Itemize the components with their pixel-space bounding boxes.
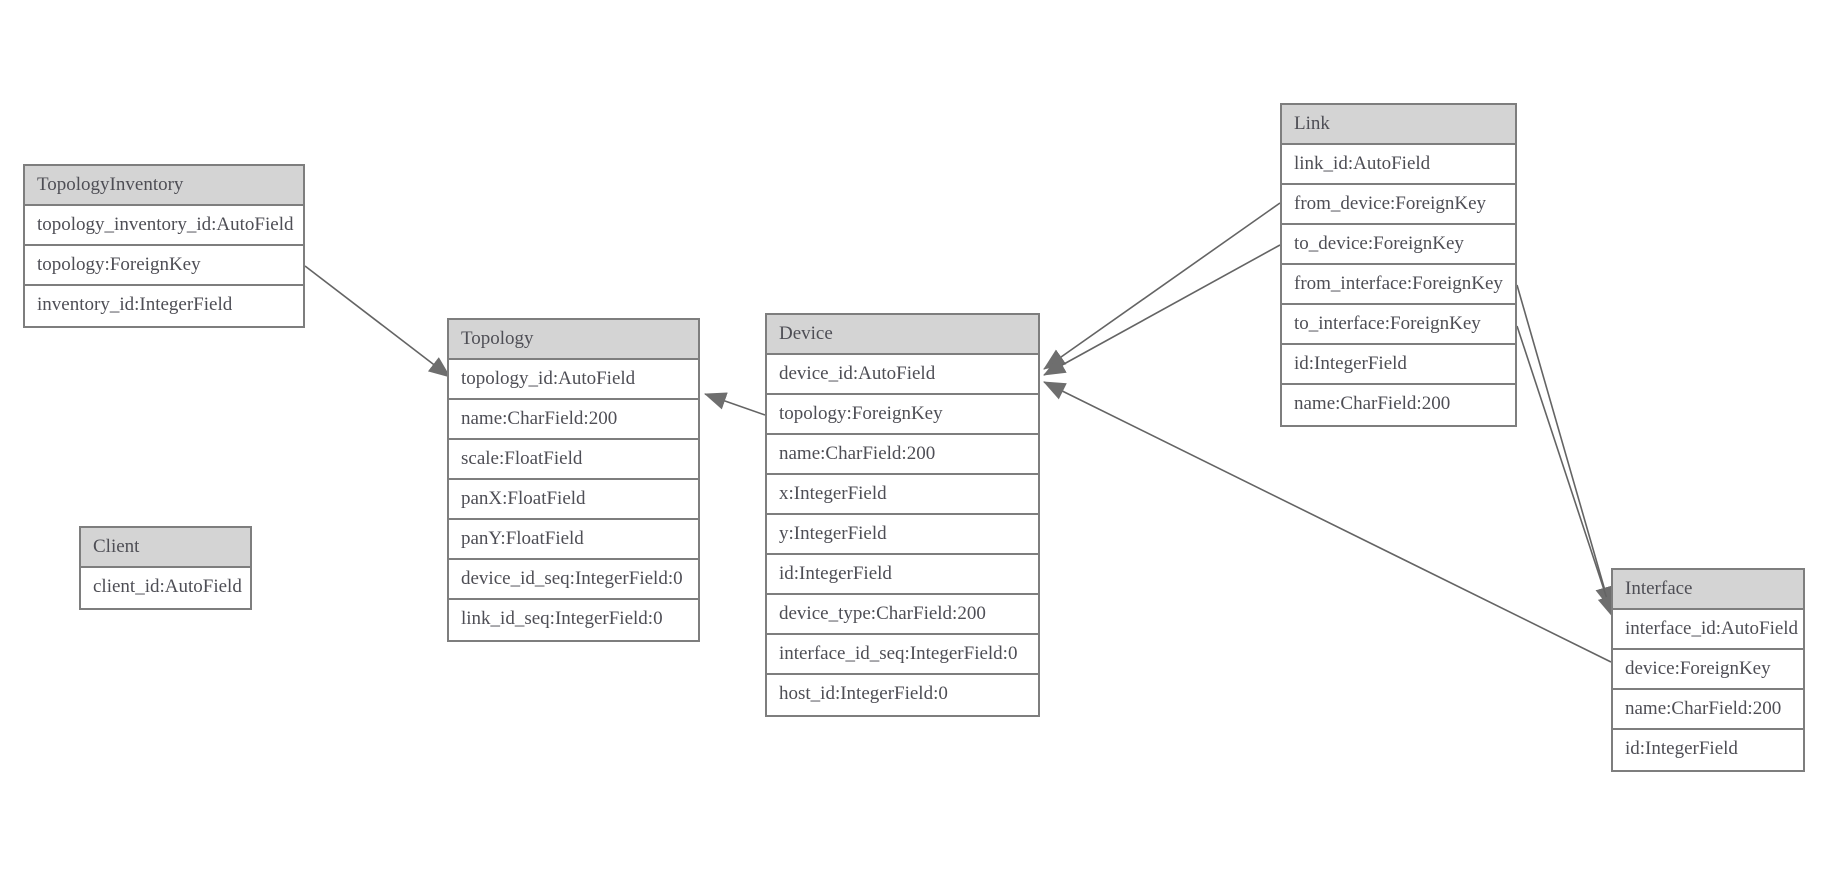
model-field-row: topology:ForeignKey (25, 246, 303, 286)
model-table-title-interface: Interface (1613, 570, 1803, 610)
edge-topologyinventory-topology-to-topology (304, 265, 451, 378)
edge-link-to-device-to-device (1043, 244, 1281, 376)
model-field-row: name:CharField:200 (1282, 385, 1515, 425)
edge-link-from-device-to-device (1043, 202, 1281, 370)
edge-link-from-interface-to-interface (1516, 284, 1613, 609)
model-field-row: link_id:AutoField (1282, 145, 1515, 185)
model-field-row: to_device:ForeignKey (1282, 225, 1515, 265)
model-field-row: panY:FloatField (449, 520, 698, 560)
model-field-row: from_interface:ForeignKey (1282, 265, 1515, 305)
model-field-row: x:IntegerField (767, 475, 1038, 515)
model-field-row: link_id_seq:IntegerField:0 (449, 600, 698, 640)
model-field-row: name:CharField:200 (449, 400, 698, 440)
model-field-row: id:IntegerField (767, 555, 1038, 595)
edge-device-topology-to-topology (704, 392, 766, 416)
model-field-row: interface_id:AutoField (1613, 610, 1803, 650)
model-field-row: device_type:CharField:200 (767, 595, 1038, 635)
model-table-title-topology-inventory: TopologyInventory (25, 166, 303, 206)
model-field-row: topology_id:AutoField (449, 360, 698, 400)
model-field-row: host_id:IntegerField:0 (767, 675, 1038, 715)
model-field-row: panX:FloatField (449, 480, 698, 520)
model-field-row: device:ForeignKey (1613, 650, 1803, 690)
model-table-title-client: Client (81, 528, 250, 568)
model-field-row: name:CharField:200 (767, 435, 1038, 475)
model-field-row: topology:ForeignKey (767, 395, 1038, 435)
model-field-row: device_id_seq:IntegerField:0 (449, 560, 698, 600)
model-field-row: id:IntegerField (1613, 730, 1803, 770)
model-field-row: device_id:AutoField (767, 355, 1038, 395)
edge-link-to-interface-to-interface (1516, 325, 1615, 618)
model-field-row: name:CharField:200 (1613, 690, 1803, 730)
model-field-row: client_id:AutoField (81, 568, 250, 608)
model-field-row: from_device:ForeignKey (1282, 185, 1515, 225)
model-field-row: to_interface:ForeignKey (1282, 305, 1515, 345)
model-field-row: id:IntegerField (1282, 345, 1515, 385)
model-field-row: y:IntegerField (767, 515, 1038, 555)
model-table-title-device: Device (767, 315, 1038, 355)
model-table-title-topology: Topology (449, 320, 698, 360)
model-field-row: scale:FloatField (449, 440, 698, 480)
model-field-row: inventory_id:IntegerField (25, 286, 303, 326)
model-field-row: topology_inventory_id:AutoField (25, 206, 303, 246)
model-field-row: interface_id_seq:IntegerField:0 (767, 635, 1038, 675)
model-table-title-link: Link (1282, 105, 1515, 145)
